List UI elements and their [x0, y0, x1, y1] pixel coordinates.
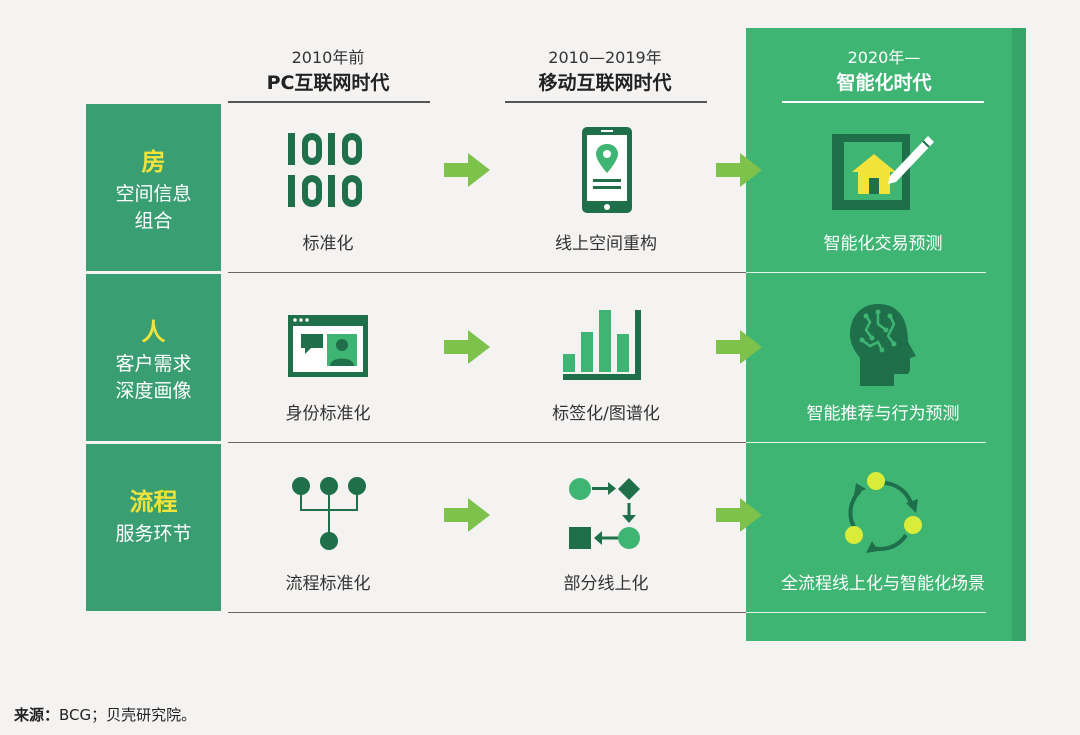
intelligent-era-column-edge	[1012, 28, 1026, 641]
cell-label: 全流程线上化与智能化场景	[781, 574, 985, 594]
cell-label: 线上空间重构	[555, 234, 657, 254]
bar-chart-icon	[563, 310, 641, 380]
cell-label: 标签化/图谱化	[552, 404, 660, 424]
era-2-period: 2010—2019年	[548, 48, 662, 67]
process-tree-icon	[292, 477, 366, 550]
source-label: 来源：	[14, 706, 60, 724]
cycle-icon	[845, 472, 922, 553]
row-label-people: 人 客户需求 深度画像	[86, 274, 221, 441]
row-desc-line: 服务环节	[115, 523, 192, 545]
row-key-house: 房	[141, 148, 166, 176]
cell-label: 身份标准化	[285, 404, 371, 424]
brain-head-icon	[850, 304, 916, 386]
arrow-right-icon	[716, 153, 762, 187]
cell-label: 部分线上化	[563, 574, 649, 594]
source-note: 来源：BCG；贝壳研究院。	[14, 704, 196, 725]
arrow-right-icon	[716, 330, 762, 364]
era-3-title: 智能化时代	[836, 72, 932, 94]
era-1-rule	[228, 101, 430, 103]
row-desc-process: 服务环节	[86, 521, 221, 548]
arrow-right-icon	[444, 498, 490, 532]
row-desc-line: 组合	[134, 210, 173, 232]
row-label-house: 房 空间信息 组合	[86, 104, 221, 271]
row-divider	[228, 272, 746, 273]
binary-icon	[288, 133, 362, 207]
row-divider	[746, 272, 986, 273]
row-divider	[746, 612, 986, 613]
source-text: BCG；贝壳研究院。	[59, 706, 197, 724]
mobile-location-icon	[582, 127, 632, 213]
cell-label: 标准化	[302, 234, 354, 254]
row-desc-people: 客户需求 深度画像	[86, 351, 221, 405]
cell-label: 智能化交易预测	[823, 234, 943, 254]
arrow-right-icon	[716, 498, 762, 532]
row-desc-line: 空间信息	[115, 183, 192, 205]
era-3-rule	[782, 101, 984, 103]
row-label-process: 流程 服务环节	[86, 444, 221, 611]
cell-label: 流程标准化	[285, 574, 371, 594]
row-divider	[228, 442, 746, 443]
blueprint-house-icon	[832, 134, 934, 210]
cell-label: 智能推荐与行为预测	[806, 404, 960, 424]
row-desc-house: 空间信息 组合	[86, 181, 221, 235]
era-1-period: 2010年前	[291, 48, 365, 67]
era-1-title: PC互联网时代	[266, 72, 390, 94]
arrow-right-icon	[444, 153, 490, 187]
era-2-rule	[505, 101, 707, 103]
row-key-process: 流程	[129, 488, 178, 516]
row-desc-line: 深度画像	[115, 380, 192, 402]
workflow-shapes-icon	[569, 478, 640, 549]
profile-card-icon	[288, 315, 368, 377]
row-divider	[746, 442, 986, 443]
row-key-people: 人	[141, 318, 166, 346]
row-divider	[228, 612, 746, 613]
era-2-title: 移动互联网时代	[538, 72, 672, 94]
era-3-period: 2020年—	[847, 48, 921, 67]
row-desc-line: 客户需求	[115, 353, 192, 375]
arrow-right-icon	[444, 330, 490, 364]
